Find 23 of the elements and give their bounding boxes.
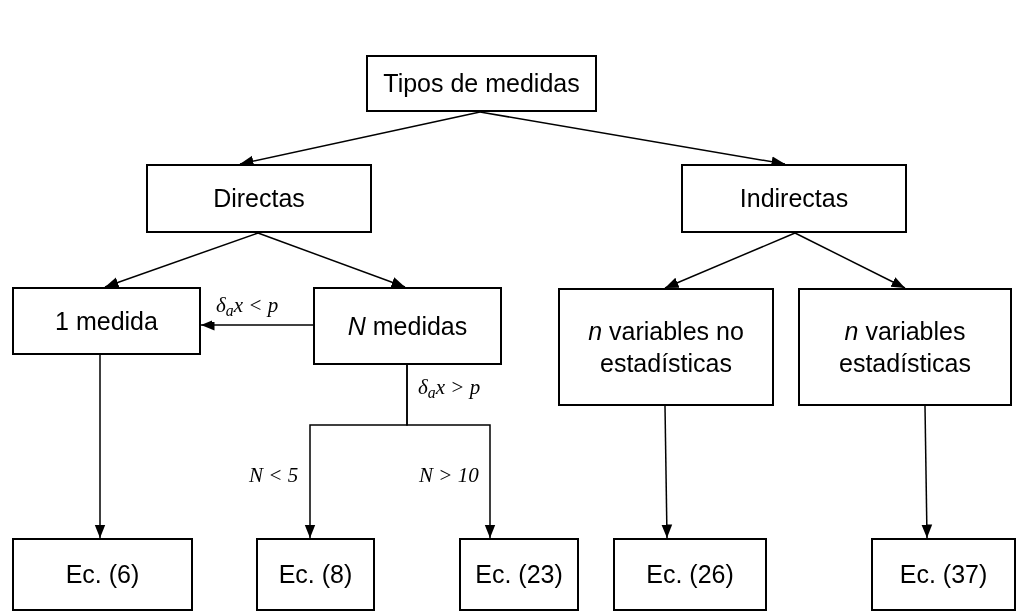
process-box: Ec. (23)	[459, 538, 579, 611]
process-box: Ec. (37)	[871, 538, 1016, 611]
arrow	[257, 232, 406, 288]
process-box: Directas	[146, 164, 372, 233]
condition-label: δ$_{a}$x > p	[418, 374, 481, 403]
arrow	[921, 405, 933, 539]
process-box: Ec. (6)	[12, 538, 193, 611]
arrow	[661, 405, 673, 539]
process-box: Ec. (26)	[613, 538, 767, 611]
process-box: Ec. (8)	[256, 538, 375, 611]
arrow	[104, 232, 259, 288]
process-box: N medidas	[313, 287, 502, 365]
arrow	[200, 319, 314, 331]
process-box: Indirectas	[681, 164, 907, 233]
process-box: n variables no estadísticas	[558, 288, 774, 406]
process-box: Tipos de medidas	[366, 55, 597, 112]
arrow	[794, 232, 906, 289]
process-box: 1 medida	[12, 287, 201, 355]
arrow	[406, 364, 496, 539]
arrow	[239, 111, 481, 167]
arrow	[664, 232, 796, 289]
process-box: n variables estadísticas	[798, 288, 1012, 406]
arrow	[94, 354, 106, 539]
